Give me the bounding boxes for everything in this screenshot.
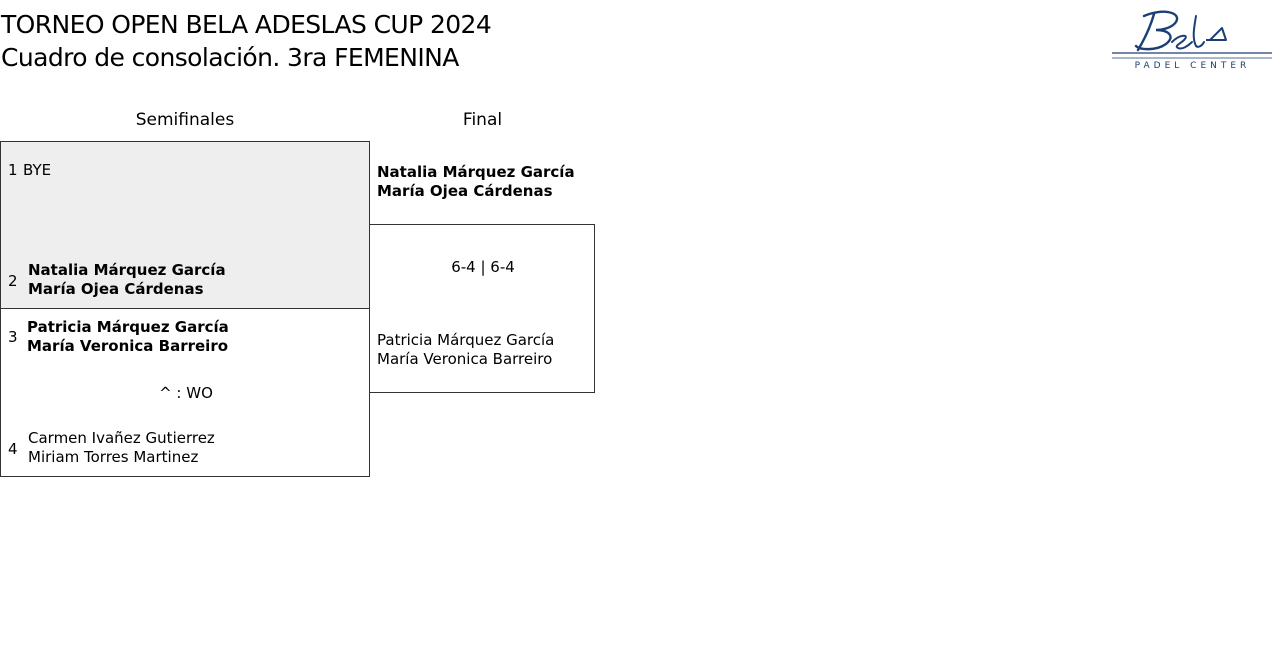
final-team-1-player: Natalia Márquez García bbox=[377, 163, 575, 181]
team-player-name: María Ojea Cárdenas bbox=[28, 280, 204, 298]
semifinal-2-match: 3 Patricia Márquez García María Veronica… bbox=[0, 308, 370, 477]
final-match: 6-4 | 6-4 Patricia Márquez García María … bbox=[369, 224, 595, 393]
final-score: 6-4 | 6-4 bbox=[451, 258, 515, 276]
team-player-name: Carmen Ivañez Gutierrez bbox=[28, 429, 215, 447]
page-subtitle: Cuadro de consolación. 3ra FEMENINA bbox=[1, 43, 459, 72]
logo-graphic bbox=[1112, 10, 1272, 59]
team-player-name: María Veronica Barreiro bbox=[27, 337, 229, 355]
seed-number: 4 bbox=[8, 440, 18, 458]
round-header-semifinales: Semifinales bbox=[135, 110, 235, 130]
match-result: ^ : WO bbox=[159, 384, 213, 402]
page-title: TORNEO OPEN BELA ADESLAS CUP 2024 bbox=[1, 10, 492, 39]
bela-padel-logo: PADEL CENTER bbox=[1110, 6, 1275, 74]
semifinal-1-match: 1 BYE 2 Natalia Márquez García María Oje… bbox=[0, 141, 370, 309]
seed-number: 3 bbox=[8, 328, 18, 346]
final-team-2-player: María Veronica Barreiro bbox=[377, 350, 553, 368]
final-team-2-player: Patricia Márquez García bbox=[377, 331, 555, 349]
seed-number: 2 bbox=[8, 272, 18, 290]
final-team-1-player: María Ojea Cárdenas bbox=[377, 182, 553, 200]
logo-subtitle: PADEL CENTER bbox=[1134, 61, 1251, 71]
round-header-final: Final bbox=[462, 110, 503, 130]
seed-number: 1 bbox=[8, 161, 18, 179]
team-player-name: Patricia Márquez García bbox=[27, 318, 229, 336]
team-player-name: Miriam Torres Martinez bbox=[28, 448, 199, 466]
team-player-name: Natalia Márquez García bbox=[28, 261, 226, 279]
bye-label: BYE bbox=[23, 161, 52, 179]
